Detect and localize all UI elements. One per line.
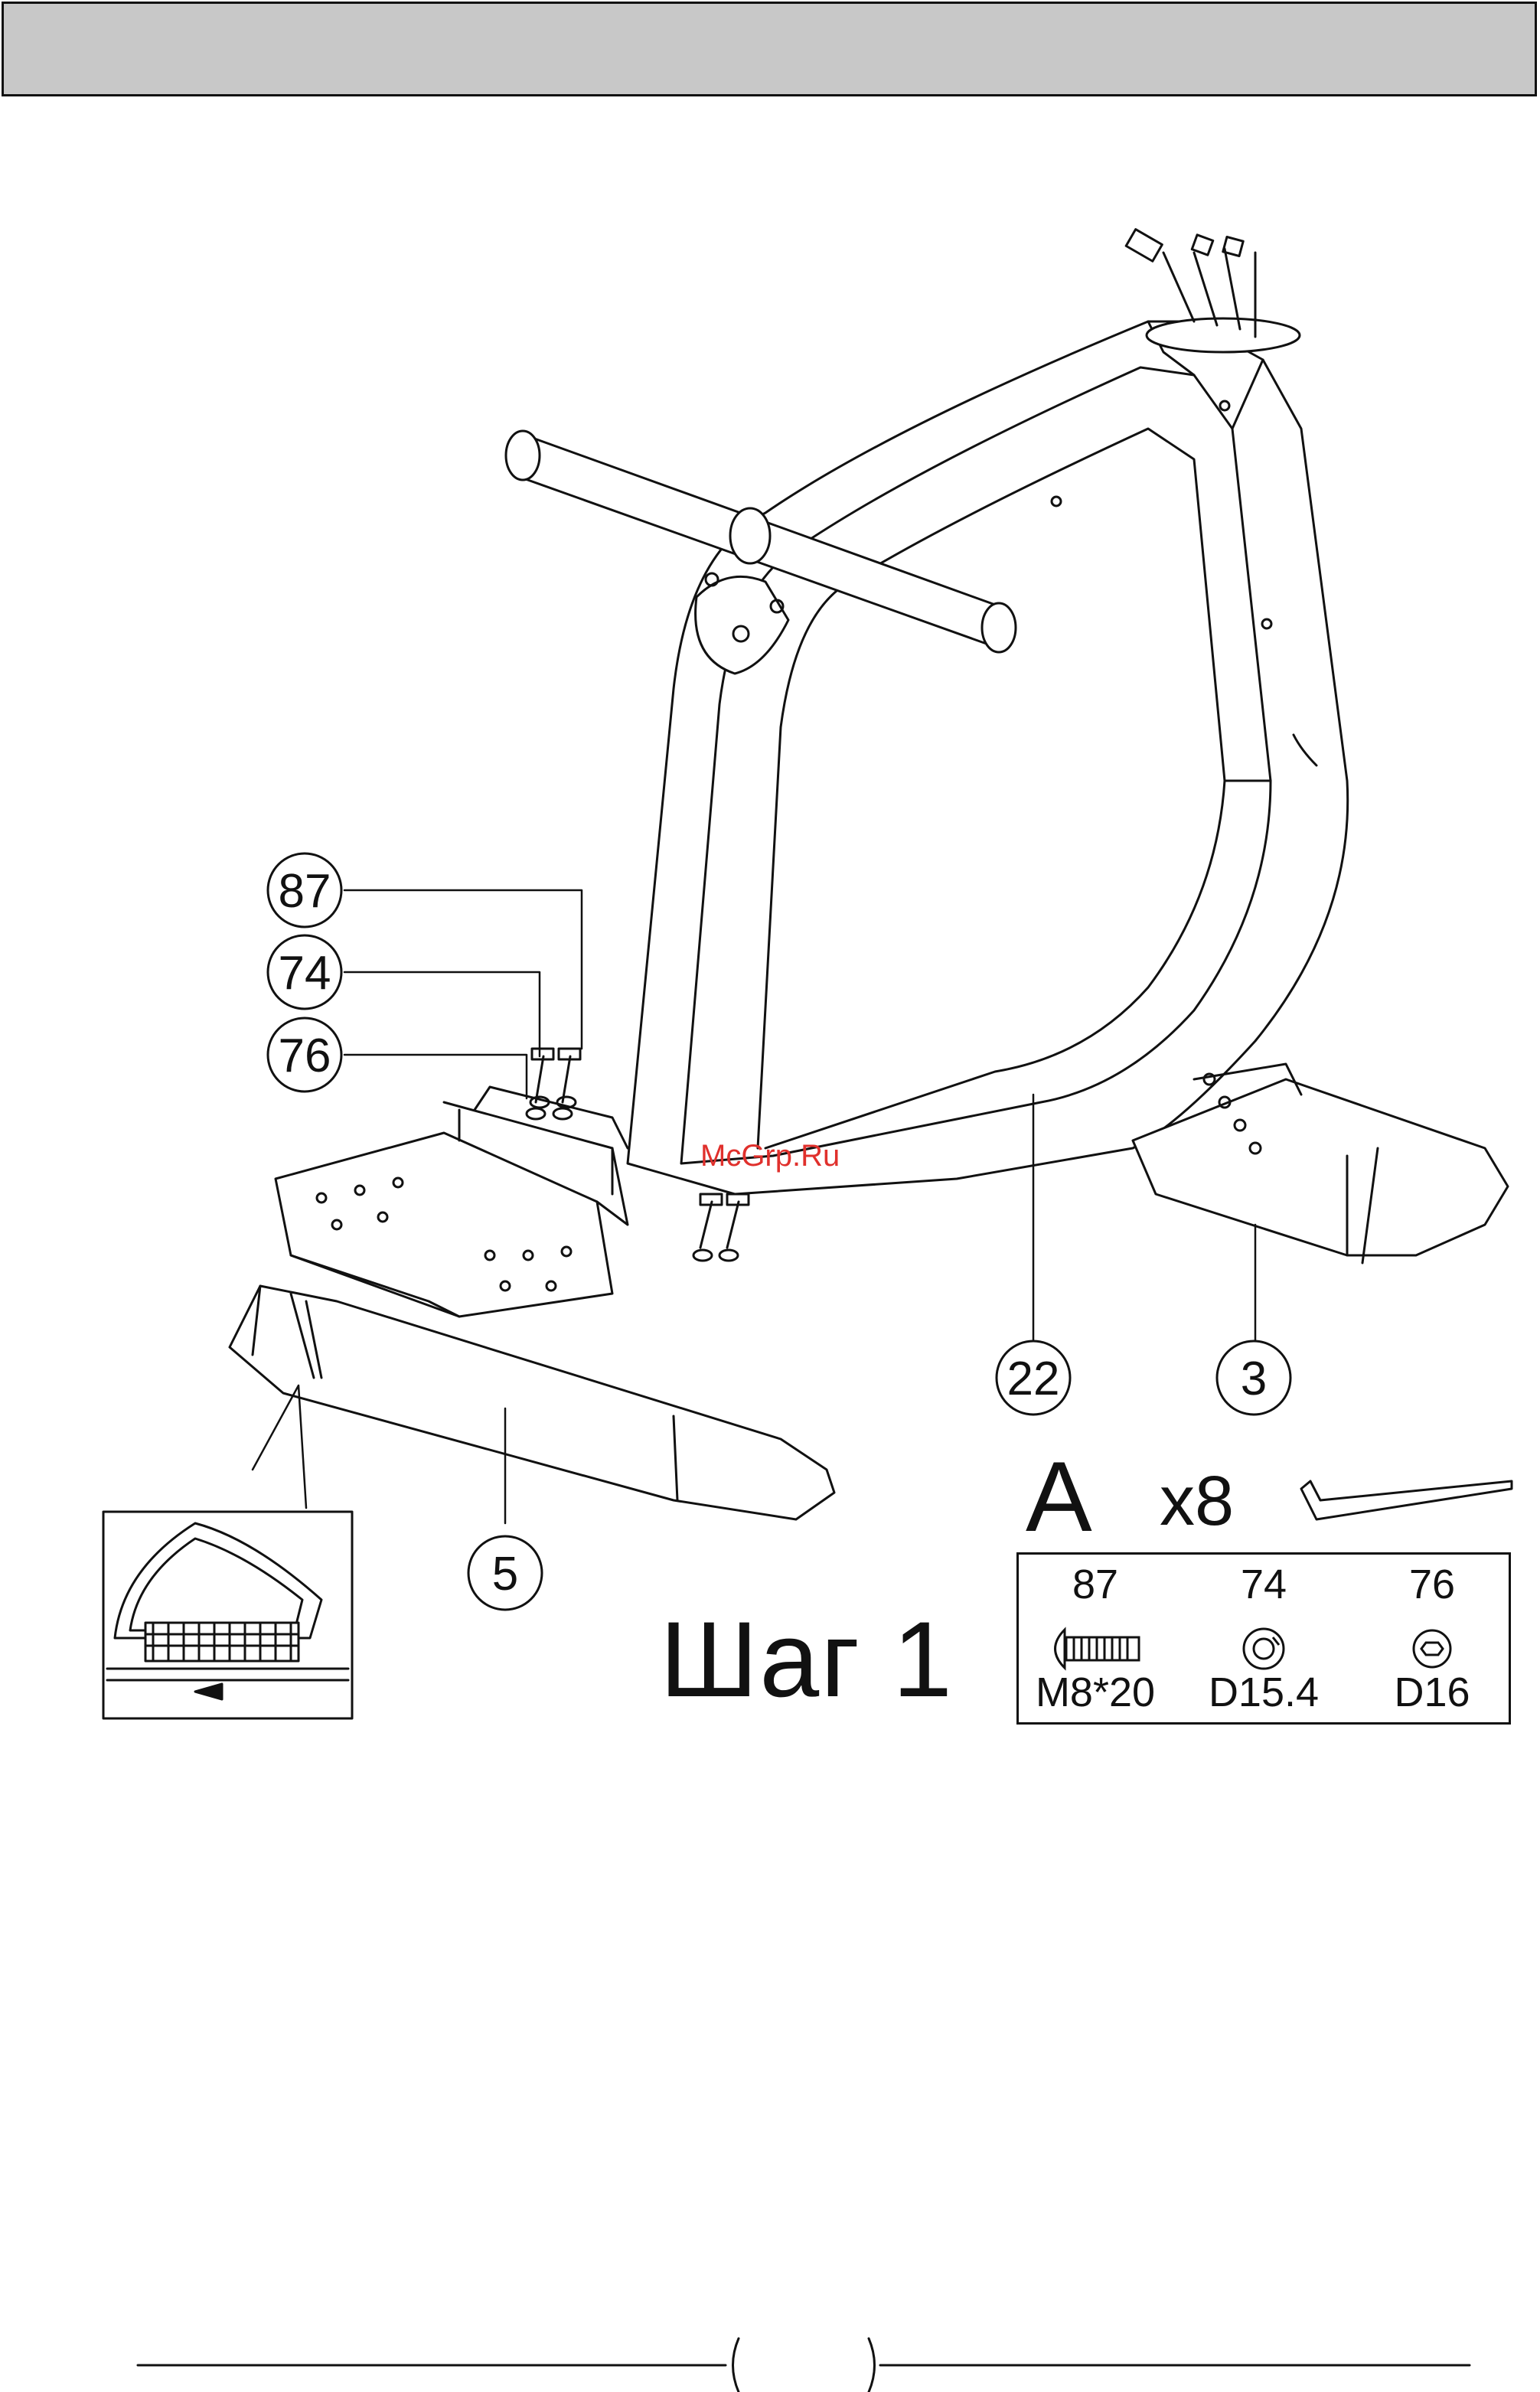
callout-22: 22 [1007, 1353, 1060, 1405]
part-spec: M8*20 [1019, 1669, 1172, 1716]
end-cap-detail-inset [103, 1512, 352, 1718]
part-87: 87 M8*20 [1019, 1555, 1172, 1722]
callout-76: 76 [279, 1030, 331, 1082]
part-spec: D16 [1356, 1669, 1509, 1716]
part-spec: D15.4 [1172, 1669, 1356, 1716]
front-stabilizer-part-5 [230, 1286, 834, 1519]
part-number: 74 [1172, 1561, 1356, 1608]
callout-5: 5 [492, 1548, 518, 1601]
callout-87: 87 [279, 865, 331, 918]
part-76: 76 D16 [1356, 1555, 1509, 1722]
part-number: 76 [1356, 1561, 1509, 1608]
callout-3: 3 [1241, 1353, 1267, 1405]
callout-74: 74 [279, 947, 331, 1000]
hardware-kit-quantity: x8 [1160, 1466, 1234, 1536]
hardware-parts-box: 87 M8*20 74 D15.4 76 D16 [1016, 1552, 1511, 1725]
step-title: Шаг 1 [660, 1606, 954, 1713]
main-frame-part-22 [628, 230, 1348, 1194]
watermark: McGrp.Ru [700, 1139, 840, 1173]
part-74: 74 D15.4 [1172, 1555, 1356, 1722]
hardware-kit-letter: A [1026, 1447, 1092, 1546]
part-number: 87 [1019, 1561, 1172, 1608]
front-bracket [276, 1087, 628, 1317]
allen-key-icon [1301, 1481, 1512, 1519]
bottom-rule [138, 2338, 1470, 2392]
